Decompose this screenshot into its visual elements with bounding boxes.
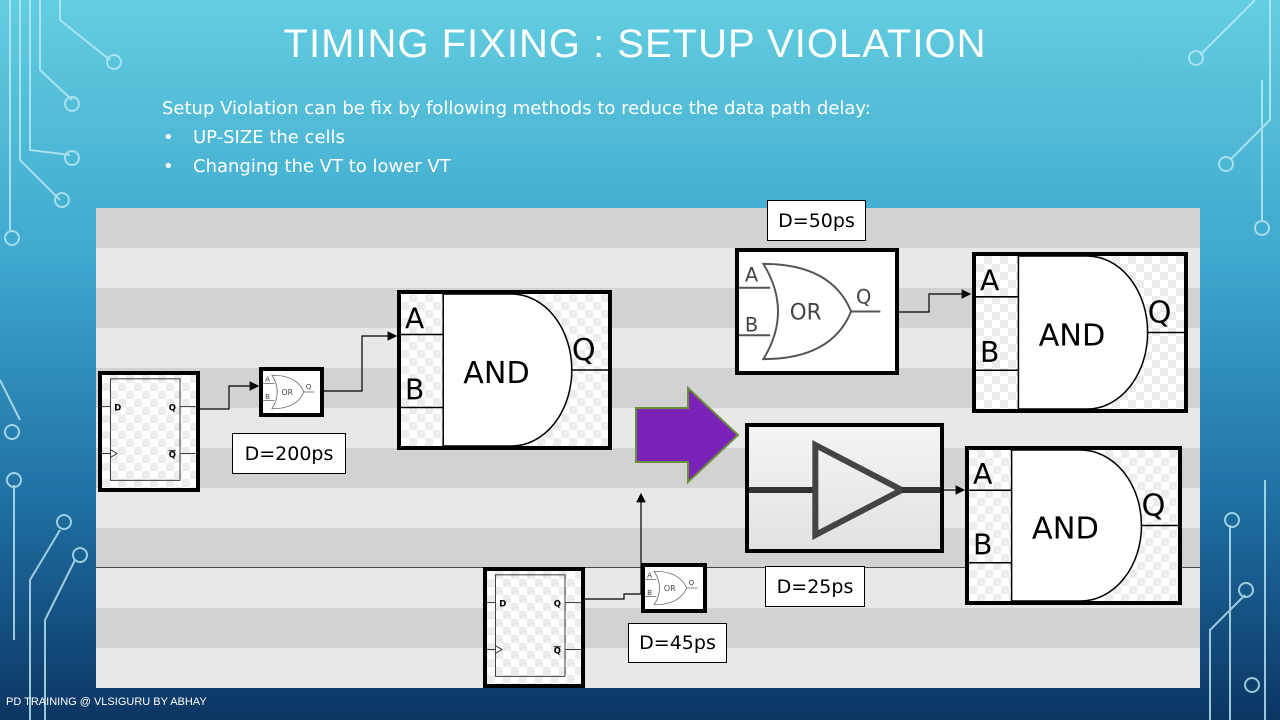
or-label: OR: [664, 584, 676, 593]
intro-text: Setup Violation can be fix by following …: [162, 94, 871, 181]
delay-label-left-or: D=200ps: [232, 433, 346, 474]
and-label: AND: [1039, 319, 1106, 354]
delay-label-top-or: D=50ps: [767, 200, 866, 241]
and-label: AND: [463, 356, 529, 391]
and-a-label: A: [405, 302, 425, 335]
or-gate: A B OR Q: [735, 248, 899, 375]
and-q-label: Q: [1148, 295, 1172, 330]
or-b-label: B: [745, 313, 758, 336]
and-gate: A B AND Q: [965, 446, 1182, 605]
and-a-label: A: [980, 265, 1000, 298]
or-q-label: Q: [306, 382, 312, 391]
flip-flop: D Q Q: [483, 567, 585, 688]
and-q-label: Q: [1141, 489, 1165, 524]
footer-text: PD TRAINING @ VLSIGURU BY ABHAY: [6, 696, 207, 708]
ff-qbar-label: Q: [169, 450, 176, 460]
bullet-item: Changing the VT to lower VT: [162, 152, 871, 181]
and-gate: A B AND Q: [397, 290, 612, 450]
ff-d-label: D: [114, 403, 121, 413]
or-gate: A B OR Q: [641, 563, 707, 613]
buffer-cell: [745, 423, 944, 553]
flip-flop: D Q Q: [98, 371, 200, 492]
or-label: OR: [790, 300, 822, 325]
ff-qbar-label: Q: [554, 646, 561, 656]
or-label: OR: [282, 388, 294, 397]
or-q-label: Q: [856, 285, 871, 308]
wires: [200, 289, 972, 600]
or-q-label: Q: [689, 578, 695, 587]
delay-label-buffer: D=25ps: [765, 566, 865, 607]
slide-title: Timing Fixing : Setup Violation: [283, 22, 987, 66]
ff-q-label: Q: [169, 403, 176, 413]
buffer-icon: [749, 440, 940, 540]
bullet-item: UP-SIZE the cells: [162, 123, 871, 152]
and-b-label: B: [980, 336, 999, 369]
arrow-right-icon: [635, 386, 740, 484]
ff-d-label: D: [499, 599, 506, 609]
intro-line: Setup Violation can be fix by following …: [162, 98, 871, 119]
and-label: AND: [1032, 512, 1099, 547]
or-b-label: B: [647, 588, 652, 597]
or-b-label: B: [265, 392, 270, 401]
ff-q-label: Q: [554, 599, 561, 609]
and-q-label: Q: [572, 333, 596, 368]
and-b-label: B: [405, 373, 424, 406]
and-b-label: B: [973, 529, 992, 562]
or-a-label: A: [265, 375, 270, 384]
or-gate: A B OR Q: [259, 367, 324, 417]
or-a-label: A: [647, 571, 652, 580]
and-gate: A B AND Q: [972, 252, 1188, 413]
or-a-label: A: [745, 264, 759, 287]
and-a-label: A: [973, 458, 993, 491]
delay-label-bottom-or: D=45ps: [628, 623, 727, 663]
